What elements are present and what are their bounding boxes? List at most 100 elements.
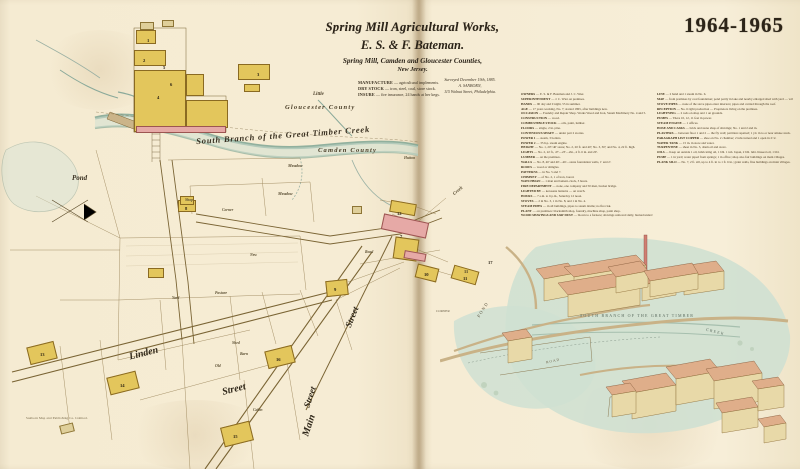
perspective-plate-number: 11 (464, 269, 469, 274)
building-block (162, 20, 174, 27)
note-line: LIGHTED BY — kerosene lanterns — on watc… (521, 189, 586, 194)
note-line: OILS — Keep on outside 1 oil, lubricatin… (657, 150, 780, 155)
building-number: 4 (157, 95, 160, 100)
building-number: 2 (143, 58, 146, 63)
page-number: 1964-1965 (684, 13, 784, 37)
surveyor-imprint: Surveyed December 19th, 1885.A. SANBORN,… (420, 77, 520, 95)
meadow-label: Meadow (288, 163, 303, 168)
note-line: CONSTRUCTION — wood. (521, 116, 560, 121)
note-line: WATCHMAN — 1 man and lantern-clock, 3 ho… (521, 179, 588, 184)
building-number: 3 (257, 72, 260, 77)
building-number: 1 (147, 38, 150, 43)
note-line: ROOFS — wood or shingles. (521, 164, 560, 169)
note-line: HOURS — 7 a.m. to 6 p.m., Saturday 12 no… (521, 194, 583, 199)
note-line: LIGHTNING — 2 rods on shop and 1 on grou… (657, 111, 723, 116)
building-number: 7 (400, 234, 403, 239)
note-line: PLANK SILO — No. 7, 2 ft. sill, up to 4 … (657, 160, 791, 165)
note-line: LUMBER — on the premises. (521, 155, 561, 160)
notes-column-left: OWNERS — E. S. & F. Bateman and J. C. Wi… (521, 92, 653, 218)
minor-map-label: Cabin (253, 408, 263, 412)
minor-map-label: Road (365, 250, 374, 254)
note-line: SUPERINTENDENT — J. C. Wier on premises. (521, 96, 585, 101)
title-key-line: INSURE — fire insurance, 24 hands at her… (358, 92, 440, 98)
building-number: 9 (334, 287, 337, 292)
note-line: TURPENTINE — sheet in No. 3, drum oil an… (657, 145, 727, 150)
perspective-creek-label: SOUTH BRANCH OF THE GREAT TIMBER (580, 313, 695, 318)
title-key-line: DRY STOCK — iron, steel, coal, store sto… (358, 85, 436, 91)
note-line: STEAM PIPES — in all buildings, pipes to… (521, 203, 612, 208)
pond-label: Pond (72, 174, 88, 182)
minor-map-label: Barn (240, 352, 249, 356)
building-block (148, 268, 164, 278)
left-page-sheet (0, 0, 418, 469)
title-state: New Jersey. (397, 65, 428, 73)
building-block (140, 22, 154, 30)
building-block (238, 64, 270, 80)
minor-map-label: Shed (232, 341, 240, 345)
note-line: AGE — 17 years working, No. 7; started 1… (521, 106, 608, 111)
title-key-list: MANUFACTURE — agricultural implements.DR… (300, 80, 525, 99)
building-block (186, 74, 204, 96)
note-line: WOOD SHAVINGS AND SAW DUST — blown to a … (521, 213, 653, 218)
building-number: 13 (40, 352, 45, 357)
note-line: LINE — 2 hand and 1 steam in No. 6. (657, 92, 707, 96)
note-line: OWNERS — E. S. & F. Bateman and J. C. Wi… (521, 92, 585, 96)
building-number: 11 (463, 276, 468, 281)
building-block (244, 84, 260, 92)
building-number: 5 (163, 65, 166, 70)
building-block (134, 70, 186, 132)
imprint-line: Surveyed December 19th, 1885. (444, 77, 496, 82)
minor-map-label: Old (215, 364, 221, 368)
building-number: 10 (424, 272, 429, 277)
note-line: PLANT — on premises: blacksmith shop, fo… (521, 208, 621, 213)
note-line: COMBUSTIBLE STOCK — oils, paint, lumber. (521, 121, 586, 126)
note-line: STEAM ENGINE — 1 offices. (657, 121, 699, 126)
note-line: PATTERNS — in No. 5 and 7. (521, 169, 562, 174)
note-line: FLOORS — single, 2 in. pine. (521, 126, 561, 131)
note-line: CHIMNEY — of No. 2, 1 of iron, bored. (521, 174, 575, 179)
note-line: LIGHTS — No. 2, 22 ft., 47'—23'—2in., 4 … (521, 150, 598, 155)
building-block (136, 30, 156, 44)
note-line: STOVE PIPES — none of the stove pipes en… (657, 101, 777, 106)
building-number: 16 (276, 357, 281, 362)
note-line: MAP — from premises by coal foundation; … (657, 96, 793, 101)
county-label: Camden County (318, 147, 378, 154)
title-location: Spring Mill, Camden and Gloucester Count… (342, 56, 483, 65)
title-key-line: MANUFACTURE — agricultural implements. (358, 79, 440, 85)
building-number: 12 (397, 211, 402, 216)
building-number: 17 (488, 260, 493, 265)
building-number: 8 (185, 206, 188, 211)
building-block (136, 126, 226, 133)
imprint-line: A. SANBORN, (458, 83, 482, 88)
building-block (352, 206, 362, 214)
note-line: HOSE AND CASKS — brick and stone shop of… (657, 126, 758, 131)
building-block (325, 278, 349, 298)
building-number: 6 (170, 82, 173, 87)
little-creek-label: Little (313, 92, 324, 97)
county-label: Gloucester County (285, 104, 356, 111)
title-firm-name: E. S. & F. Bateman. (360, 37, 465, 52)
perspective-illustration: SOUTH BRANCH OF THE GREAT TIMBER CREEK P… (436, 225, 792, 457)
minor-map-label: Corner (222, 208, 234, 212)
note-line: PUMP — 1 in yard; water piped from sprin… (657, 155, 785, 160)
building-number: 15 (233, 434, 238, 439)
minor-map-label: Yard (172, 296, 180, 300)
building-number: 14 (120, 383, 125, 388)
perspective-corner-label: CORNER (436, 309, 450, 313)
note-line: WALLS — No. 8, 40' and 40'—46'—stone fou… (521, 160, 612, 165)
note-line: RECEPTION — No. 6 right production — Pro… (657, 106, 759, 111)
minor-map-label: New (250, 253, 257, 257)
building-block (186, 100, 228, 128)
note-line: HANDS — 90 day and 0 night, 55 in summer… (521, 101, 581, 106)
minor-map-label: Shop (185, 198, 194, 202)
note-line: STOVES — 2 in No. 3, 1 in No. 8, and 1 i… (521, 198, 586, 203)
note-line: PLASTERS — between floor 1 and 2 — the f… (657, 130, 791, 135)
note-line: PUMPS — There 10, 12, 11 feet in power. (657, 116, 712, 121)
title-block: Spring Mill Agricultural Works, E. S. & … (300, 20, 525, 98)
imprint-line: 115 Walnut Street, Philadelphia. (444, 89, 496, 94)
title-works-name: Spring Mill Agricultural Works, (325, 20, 500, 34)
publisher-credit: Sanborn Map and Publishing Co. Limited. (26, 416, 88, 420)
minor-map-label: Hutton (404, 156, 416, 160)
note-line: CONTINUOUS SHAFT — under part 2 stories. (521, 130, 585, 135)
